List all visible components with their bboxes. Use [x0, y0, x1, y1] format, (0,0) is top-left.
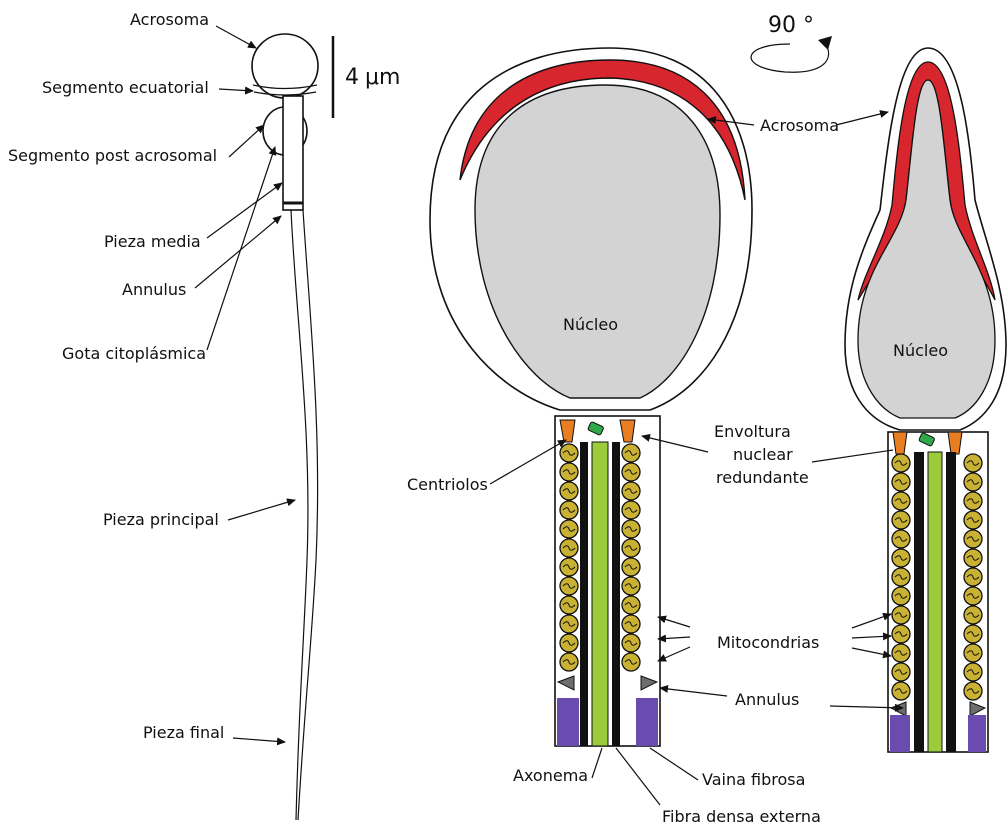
label-segmento-post-acrosomal: Segmento post acrosomal — [8, 146, 217, 165]
arrow-pieza-media — [207, 183, 282, 238]
label-pieza-final: Pieza final — [143, 723, 224, 742]
side-axoneme — [928, 452, 942, 752]
arrow-segmento-ecuatorial — [219, 89, 253, 91]
label-axonema: Axonema — [513, 766, 588, 785]
label-annulus-left: Annulus — [122, 280, 186, 299]
arrow-acrosoma-right-side — [836, 112, 888, 125]
arrow-pieza-principal — [228, 500, 295, 520]
arrow-mito-side-3 — [852, 648, 891, 656]
label-pieza-principal: Pieza principal — [103, 510, 219, 529]
label-pieza-media: Pieza media — [104, 232, 201, 251]
side-fibrous-sheath-left — [890, 715, 910, 752]
arrow-mito-2 — [658, 637, 690, 639]
side-centriole-left — [893, 432, 907, 454]
front-dense-fiber-left — [580, 442, 588, 746]
front-axoneme — [592, 442, 608, 746]
sperm-front-view: Núcleo — [430, 48, 752, 746]
label-envoltura-1: Envoltura — [714, 422, 791, 441]
rotation-label: 90 ° — [768, 13, 814, 38]
label-acrosoma-right: Acrosoma — [760, 116, 839, 135]
label-envoltura-3: redundante — [716, 468, 809, 487]
rotation-arrow-head-icon — [818, 36, 832, 50]
arrow-annulus-front — [660, 688, 727, 696]
label-vaina-fibrosa: Vaina fibrosa — [702, 770, 805, 789]
whole-sperm: Acrosoma Segmento ecuatorial Segmento po… — [8, 10, 400, 820]
scale-unit: μm — [365, 65, 400, 90]
scale-value: 4 — [345, 65, 359, 90]
arrow-gota-citoplasmica — [207, 147, 275, 350]
side-dense-fiber-left — [914, 452, 924, 752]
arrow-mito-1 — [658, 617, 690, 627]
label-acrosoma-left: Acrosoma — [130, 10, 209, 29]
arrow-acrosoma-left — [216, 26, 256, 48]
label-segmento-ecuatorial: Segmento ecuatorial — [42, 78, 209, 97]
label-gota-citoplasmica: Gota citoplásmica — [62, 344, 206, 363]
rotation-indicator: 90 ° — [751, 13, 832, 72]
front-fibrous-sheath-left — [557, 698, 579, 746]
arrow-segmento-post-acrosomal — [229, 125, 264, 157]
midpiece — [283, 96, 303, 210]
side-centriole-right — [948, 432, 962, 454]
label-nucleo-front: Núcleo — [563, 315, 618, 334]
front-fibrous-sheath-right — [636, 698, 658, 746]
arrow-annulus-left — [195, 216, 281, 288]
arrow-mito-side-2 — [852, 636, 891, 638]
label-centriolos: Centriolos — [407, 475, 488, 494]
label-annulus-right: Annulus — [735, 690, 799, 709]
label-envoltura-2: nuclear — [733, 445, 793, 464]
label-mitocondrias: Mitocondrias — [717, 633, 819, 652]
arrow-mito-3 — [658, 647, 690, 661]
tail-outline-left — [291, 210, 308, 820]
sperm-side-view: Núcleo — [845, 48, 1006, 752]
arrow-axonema — [592, 748, 602, 778]
side-dense-fiber-right — [946, 452, 956, 752]
arrow-fibra-densa — [616, 748, 660, 805]
arrow-pieza-final — [233, 738, 285, 742]
arrow-vaina-fibrosa — [650, 748, 698, 780]
front-dense-fiber-right — [612, 442, 620, 746]
side-fibrous-sheath-right — [968, 715, 986, 752]
arrow-mito-side-1 — [852, 614, 891, 628]
label-fibra-densa-externa: Fibra densa externa — [662, 807, 821, 826]
label-nucleo-side: Núcleo — [893, 341, 948, 360]
arrow-envoltura-side — [812, 450, 893, 462]
rotation-arc — [751, 44, 828, 72]
